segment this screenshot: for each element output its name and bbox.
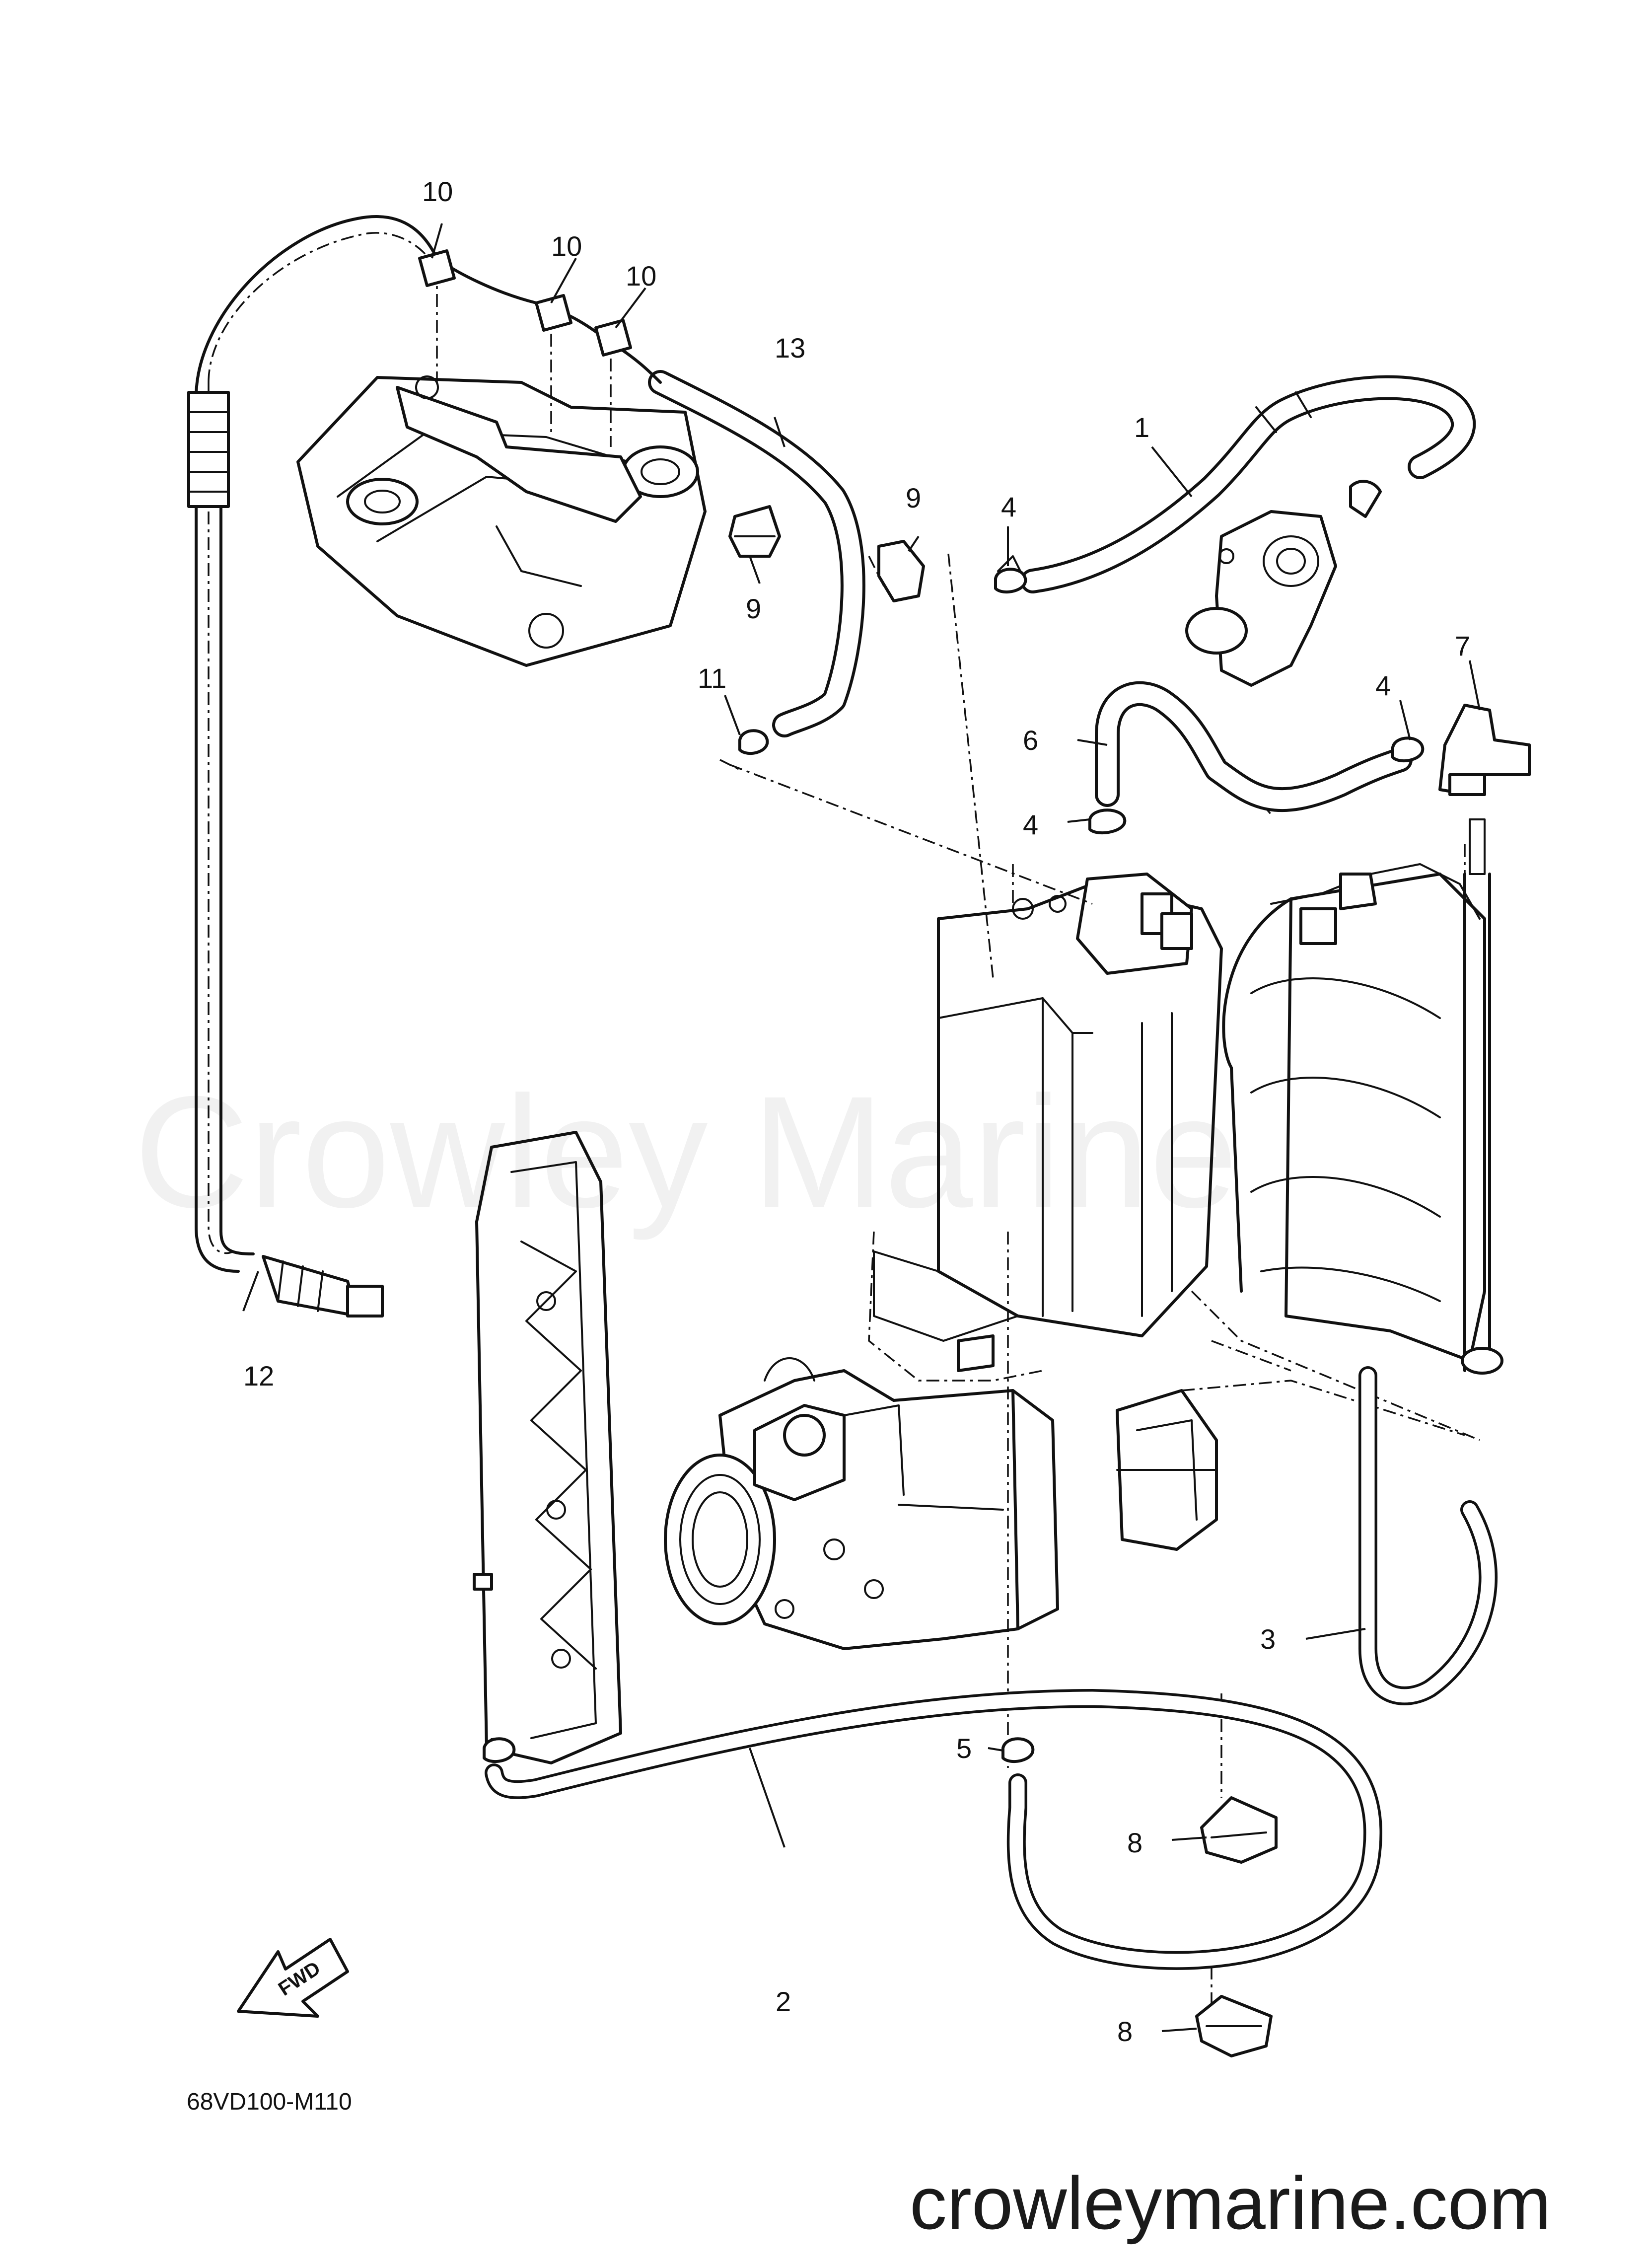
website-footer[interactable]: crowleymarine.com <box>910 2161 1551 2245</box>
callout-7: 7 <box>1455 630 1470 661</box>
callout-8-upper: 8 <box>1127 1827 1142 1858</box>
clip-11 <box>738 729 769 755</box>
diagram-code: 68VD100-M110 <box>187 2089 352 2115</box>
vst-bracket <box>1116 1380 1465 1551</box>
leader-lines <box>242 223 1481 2032</box>
callout-numbers: 1 2 3 4 4 4 5 6 7 8 8 9 9 10 10 10 11 12… <box>243 176 1470 2047</box>
engine-block-top <box>296 375 707 667</box>
clip-lower <box>483 1737 516 1763</box>
joint-7 <box>1438 704 1531 875</box>
callout-3: 3 <box>1260 1623 1276 1655</box>
fuel-pressure-regulator <box>1185 480 1382 687</box>
clip-4a <box>994 555 1027 594</box>
clamp-10c <box>594 319 632 357</box>
holder-8a <box>1200 1796 1278 1864</box>
callout-5: 5 <box>956 1733 972 1764</box>
callout-13: 13 <box>775 332 805 364</box>
callout-9-right: 9 <box>906 482 921 513</box>
callout-10-a: 10 <box>422 176 453 207</box>
fuel-pump-assembly <box>873 873 1223 1342</box>
oil-pan-plate <box>473 1131 622 1764</box>
hose-1 <box>1020 375 1476 593</box>
callout-4-mid: 4 <box>1023 809 1038 840</box>
clamp-10a <box>418 249 456 287</box>
callout-2: 2 <box>776 1986 791 2017</box>
callout-4-upper: 4 <box>1001 491 1016 522</box>
holder-8b <box>1195 1995 1273 2057</box>
hose-3 <box>1358 1366 1498 1705</box>
callout-4-right: 4 <box>1375 670 1391 701</box>
callout-10-b: 10 <box>551 230 582 262</box>
fuel-pump-outline <box>868 1231 1480 1441</box>
callout-9-left: 9 <box>746 593 761 624</box>
clamp-9a <box>728 505 781 558</box>
callout-12: 12 <box>243 1360 274 1391</box>
callout-6: 6 <box>1023 725 1038 756</box>
clip-5 <box>1001 1737 1035 1763</box>
callout-11: 11 <box>698 662 726 694</box>
cable-12 <box>187 215 438 1317</box>
hose-2 <box>485 1689 1382 1970</box>
clip-line-10 <box>435 257 662 384</box>
throttle-body <box>664 1334 1059 1650</box>
clip-4c <box>1088 808 1127 834</box>
fwd-arrow: FWD <box>237 1938 349 2018</box>
callout-10-c: 10 <box>626 260 656 292</box>
watermark-text: Crowley Marine <box>134 1063 1238 1242</box>
clamp-9b <box>877 540 925 602</box>
clamp-10b <box>535 294 572 332</box>
hose-6 <box>1095 681 1413 812</box>
callout-8-lower: 8 <box>1117 2016 1133 2047</box>
callout-1: 1 <box>1134 412 1149 443</box>
hose-13 <box>648 370 865 737</box>
intake-manifold <box>1222 863 1503 1375</box>
clip-4b <box>1391 736 1425 763</box>
